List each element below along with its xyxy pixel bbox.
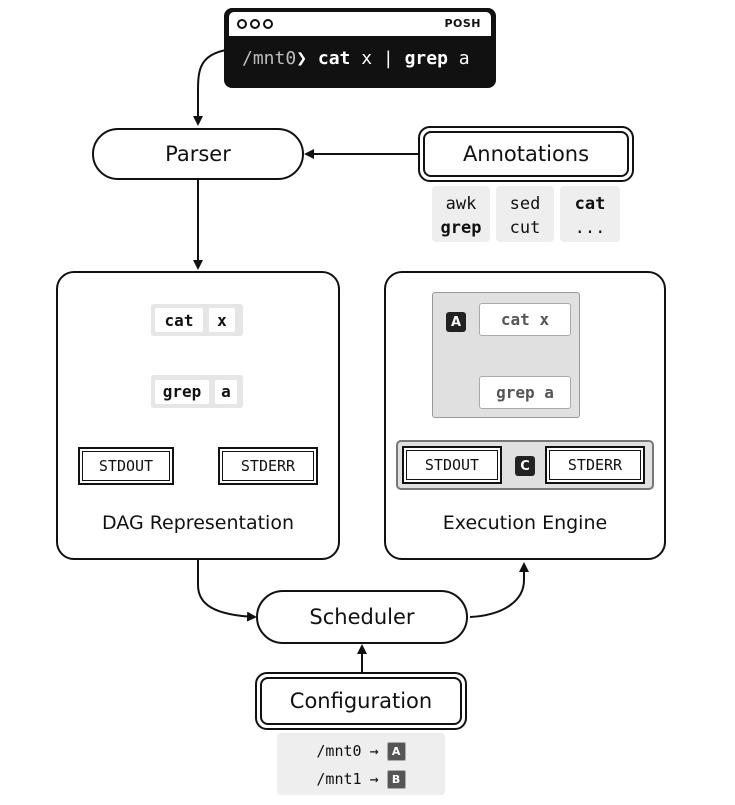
engine-stdout-label: STDOUT xyxy=(406,450,498,480)
annotations-column-3: cat ... xyxy=(560,186,620,242)
annotation-item: ... xyxy=(574,218,606,238)
dag-stderr-label: STDERR xyxy=(222,451,314,481)
dag-stdout-label: STDOUT xyxy=(82,451,170,481)
group-c-badge: C xyxy=(515,456,535,476)
annotation-item: cat xyxy=(574,194,606,214)
window-dot-icon xyxy=(263,19,273,29)
dag-representation-label: DAG Representation xyxy=(101,512,295,534)
execution-engine-label: Execution Engine xyxy=(442,512,608,534)
config-path: /mnt1 xyxy=(316,770,362,788)
terminal-cmd-grep: grep xyxy=(404,48,448,69)
group-a-badge: A xyxy=(446,312,466,332)
engine-node-grep: grep a xyxy=(479,376,571,409)
dag-node-grep: grep a xyxy=(151,375,243,408)
terminal-pipe: | xyxy=(382,48,394,69)
terminal-command-line: /mnt0❯ cat x | grep a xyxy=(242,48,470,69)
parser-node: Parser xyxy=(92,128,304,180)
config-target-badge: B xyxy=(386,769,406,789)
config-row: /mnt0 → A xyxy=(277,737,445,765)
dag-node-cat-arg: x xyxy=(209,308,235,332)
annotations-label: Annotations xyxy=(462,142,590,166)
annotation-item: sed xyxy=(509,194,541,214)
config-path: /mnt0 xyxy=(316,742,362,760)
configuration-label: Configuration xyxy=(289,689,433,713)
annotation-item: awk xyxy=(445,194,477,214)
arrow-dag-to-scheduler xyxy=(197,560,257,622)
dag-stderr-box: STDERR xyxy=(218,447,318,485)
configuration-mapping: /mnt0 → A /mnt1 → B xyxy=(277,733,445,795)
dag-node-cat-cmd: cat xyxy=(155,308,203,332)
config-arrow: → xyxy=(369,742,379,760)
scheduler-node: Scheduler xyxy=(256,590,468,644)
annotation-item: grep xyxy=(440,218,482,238)
engine-stderr-label: STDERR xyxy=(549,450,641,480)
window-dot-icon xyxy=(250,19,260,29)
terminal-window: POSH /mnt0❯ cat x | grep a xyxy=(224,8,496,88)
configuration-node: Configuration xyxy=(255,672,467,730)
config-target-badge: A xyxy=(386,741,406,761)
terminal-arg-a: a xyxy=(447,48,470,69)
arrow-scheduler-to-engine xyxy=(469,562,529,618)
annotations-column-2: sed cut xyxy=(496,186,554,242)
terminal-title-bar: POSH xyxy=(229,12,491,36)
annotations-node: Annotations xyxy=(418,126,634,182)
terminal-prompt: /mnt0 xyxy=(242,48,297,69)
dag-node-cat: cat x xyxy=(151,304,243,336)
dag-stdout-box: STDOUT xyxy=(78,447,174,485)
engine-stderr-box: STDERR xyxy=(545,446,645,484)
terminal-prompt-symbol: ❯ xyxy=(296,48,308,69)
engine-node-cat: cat x xyxy=(479,303,571,336)
dag-node-grep-cmd: grep xyxy=(155,379,209,404)
scheduler-label: Scheduler xyxy=(309,605,415,629)
dag-node-grep-arg: a xyxy=(215,379,237,404)
annotations-column-1: awk grep xyxy=(432,186,490,242)
terminal-title: POSH xyxy=(444,17,481,30)
config-arrow: → xyxy=(369,770,379,788)
terminal-cmd-cat: cat xyxy=(317,48,351,69)
window-dot-icon xyxy=(237,19,247,29)
annotation-item: cut xyxy=(509,218,541,238)
config-row: /mnt1 → B xyxy=(277,765,445,793)
arrow-terminal-to-parser xyxy=(193,49,227,126)
terminal-arg-x: x xyxy=(350,48,383,69)
engine-stdout-box: STDOUT xyxy=(402,446,502,484)
parser-label: Parser xyxy=(165,142,231,166)
